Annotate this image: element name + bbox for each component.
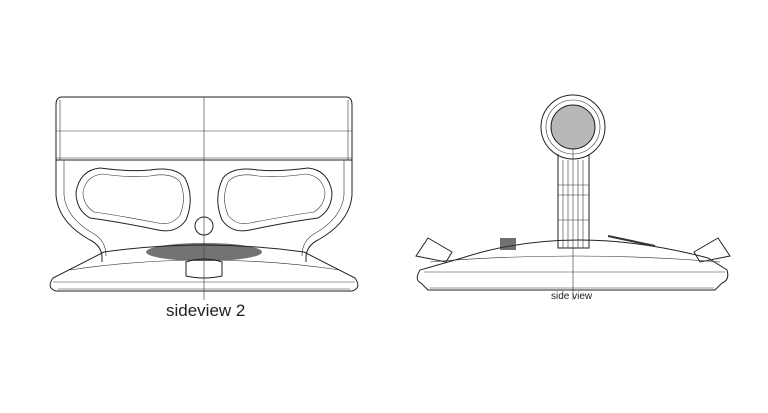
frame-inner xyxy=(63,160,345,257)
left-loop-inner xyxy=(82,173,184,224)
left-foot xyxy=(415,237,453,263)
base-dome-lines xyxy=(424,255,725,289)
right-loop xyxy=(217,167,333,232)
sideview-2-label: sideview 2 xyxy=(166,301,246,320)
speaker-grille xyxy=(146,243,262,261)
stem-lines xyxy=(558,140,589,300)
center-knob xyxy=(194,216,214,236)
side-marks xyxy=(607,235,656,247)
head-ring-inner xyxy=(545,99,601,155)
right-loop-inner xyxy=(224,173,326,224)
vent-marks xyxy=(500,238,516,250)
sideview-2-drawing xyxy=(49,96,359,300)
head-disc xyxy=(550,104,596,150)
right-foot xyxy=(693,237,731,263)
base-dome xyxy=(416,239,729,291)
side-view-label: side view xyxy=(551,291,593,302)
housing-lines xyxy=(56,97,352,300)
left-loop xyxy=(75,167,191,232)
side-view-drawing xyxy=(415,94,731,300)
head-ring xyxy=(540,94,606,160)
base-lines xyxy=(53,259,355,290)
stem xyxy=(557,154,590,249)
stand-foot xyxy=(185,258,223,279)
base xyxy=(49,244,359,292)
